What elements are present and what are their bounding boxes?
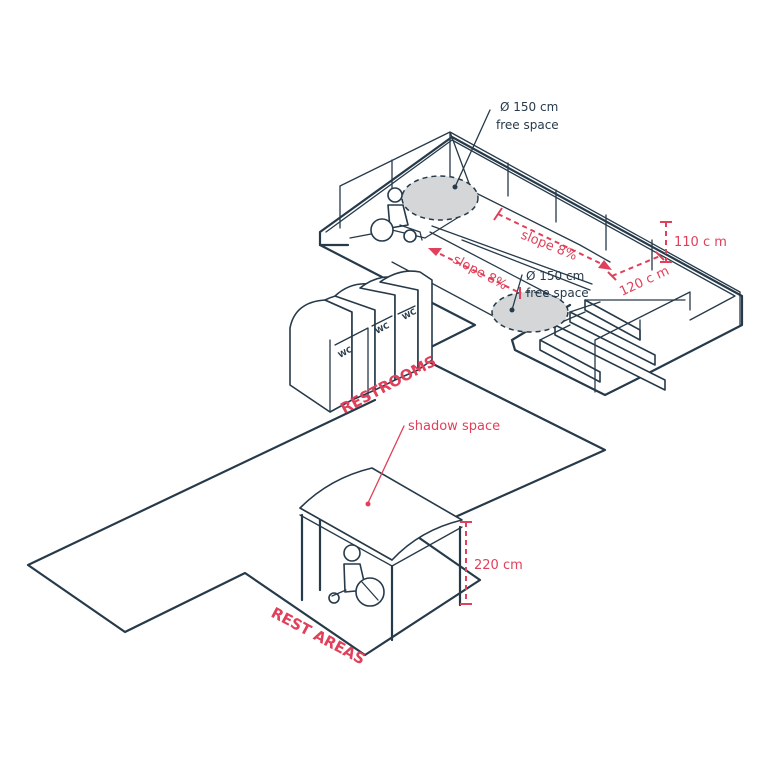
free-space-upper (401, 175, 479, 221)
railing (339, 131, 741, 326)
railing-height-dimension (660, 221, 672, 263)
leader-lower (511, 274, 523, 311)
stairs (539, 291, 691, 393)
free-space-upper-label-1: Ø 150 cm (500, 100, 558, 114)
shade-canopy (299, 467, 463, 642)
rest-areas-label: REST AREAS (268, 604, 368, 669)
free-space-lower-label-2: free space (526, 286, 589, 300)
slope-dimension-upper (493, 207, 612, 270)
leader-shadow (367, 425, 405, 504)
platform-outline (318, 135, 744, 397)
wheelchair-user-top (370, 187, 423, 243)
slope-dimension-lower (428, 248, 521, 299)
platform-top-edge (325, 139, 736, 321)
ramp-width-dimension (607, 251, 665, 281)
canopy-height-label: 220 cm (474, 558, 523, 573)
leader-upper (454, 109, 491, 188)
restroom-cabins: WC WC WC (289, 270, 433, 413)
free-space-lower (491, 291, 569, 333)
shadow-space-label: shadow space (408, 419, 500, 434)
ramp-width-label: 120 c m (617, 264, 671, 300)
height-railing-label: 110 c m (674, 235, 727, 250)
canopy-height-dimension (460, 521, 472, 605)
free-space-lower-label-1: Ø 150 cm (526, 269, 584, 283)
wheelchair-user-rest (328, 544, 385, 607)
stair-handrail (594, 291, 691, 393)
ground-path-outline (26, 243, 607, 657)
free-space-upper-label-2: free space (496, 118, 559, 132)
slope-upper-label: slope 8% (519, 228, 580, 264)
